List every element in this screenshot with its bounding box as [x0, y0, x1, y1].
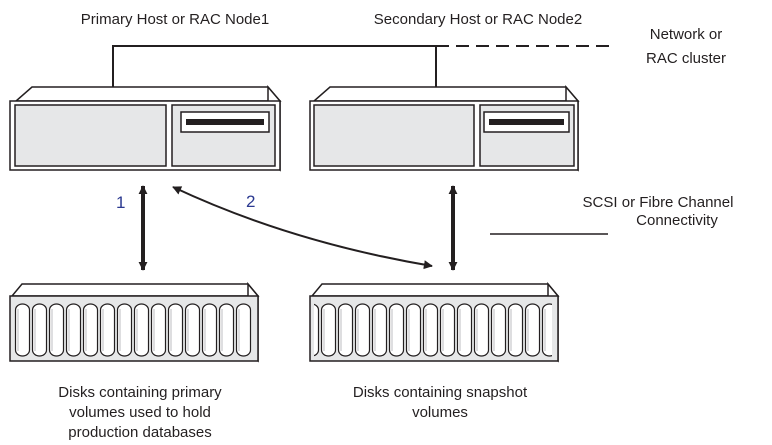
- network-label-line2: RAC cluster: [646, 50, 726, 67]
- primary-disks-label-line2: volumes used to hold: [69, 404, 211, 421]
- secondary-host-server: [309, 84, 580, 172]
- primary-host-label: Primary Host or RAC Node1: [81, 11, 269, 28]
- network-label-line1: Network or: [650, 26, 723, 43]
- primary-disks-label-line3: production databases: [68, 424, 211, 441]
- primary-disks-label-line1: Disks containing primary: [58, 384, 222, 401]
- secondary-host-label: Secondary Host or RAC Node2: [374, 11, 582, 28]
- snapshot-disks-label-line2: volumes: [412, 404, 468, 421]
- primary-host-server: [9, 84, 282, 172]
- primary-disk-array: [9, 281, 260, 363]
- snapshot-disks-label-line1: Disks containing snapshot: [353, 384, 528, 401]
- connectivity-label-line1: SCSI or Fibre Channel: [583, 194, 734, 211]
- snapshot-disk-array: [309, 281, 560, 363]
- path-2-number: 2: [246, 192, 255, 211]
- connectivity-label-line2: Connectivity: [636, 212, 718, 229]
- arrow-path-2: [172, 186, 433, 270]
- path-1-number: 1: [116, 193, 125, 212]
- network-connection: [112, 45, 610, 87]
